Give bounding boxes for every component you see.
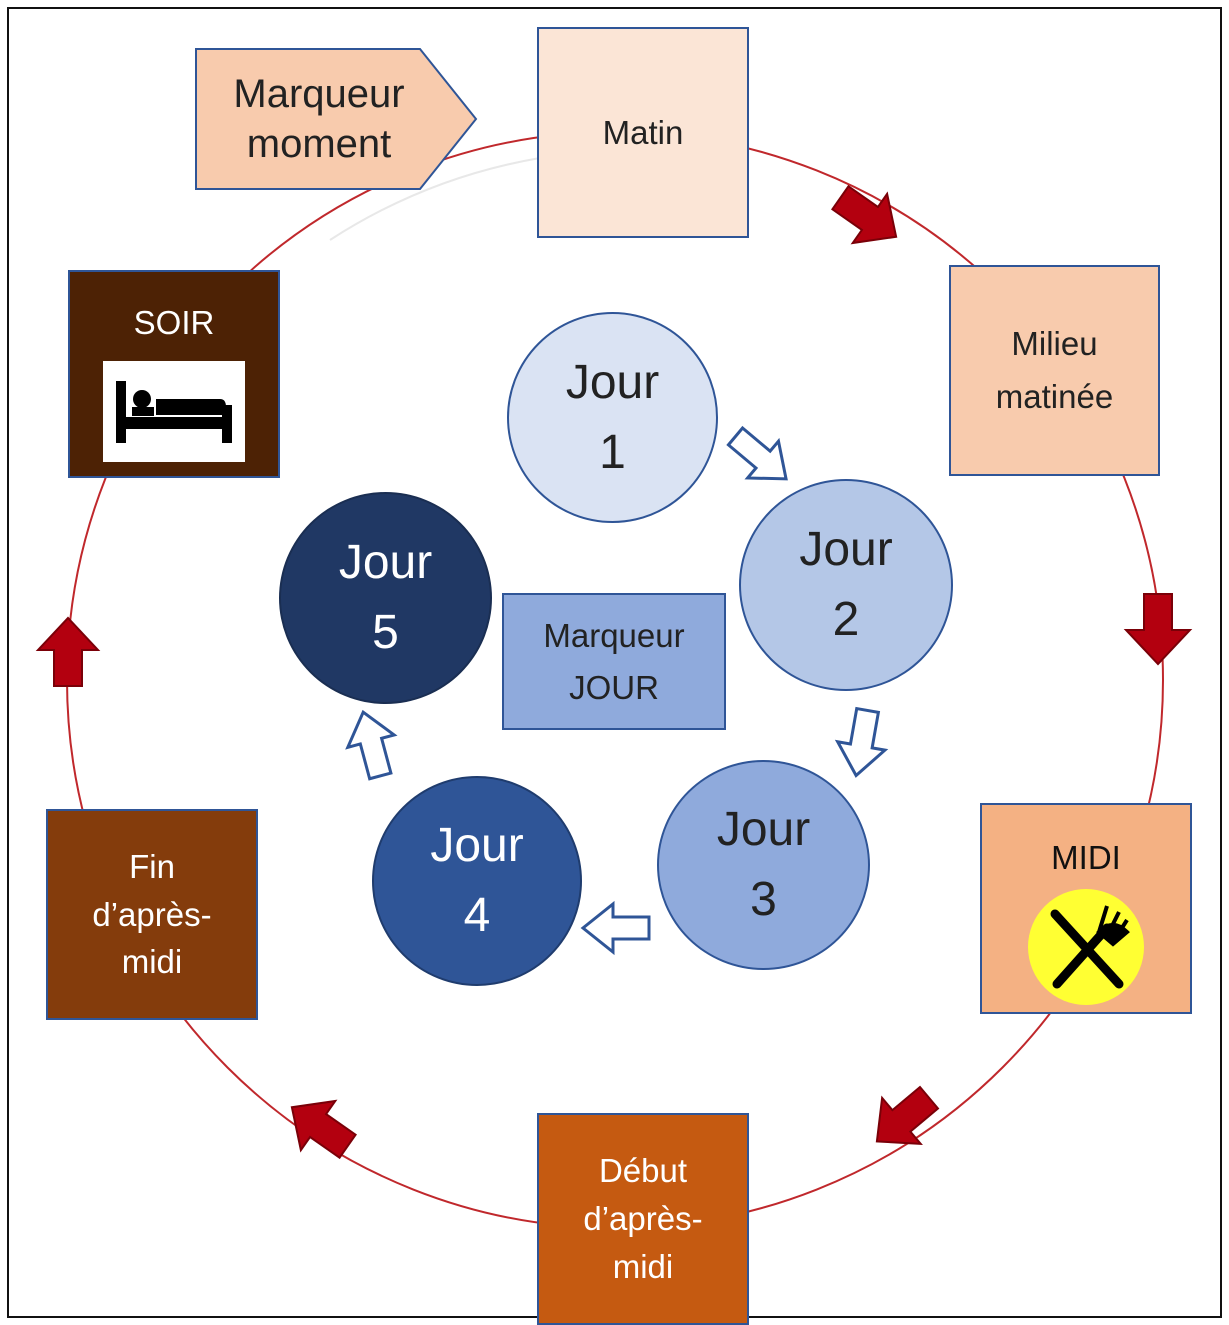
- jour-5: Jour 5: [279, 492, 492, 704]
- faint-arc: [329, 157, 541, 241]
- jour-5-line2: 5: [372, 606, 399, 659]
- jour-2: Jour 2: [739, 479, 953, 691]
- day-arrow-1-to-2: [726, 425, 788, 481]
- jour-4-line2: 4: [463, 889, 491, 942]
- moment-soir-label: SOIR: [133, 304, 215, 341]
- cycle-arrow-fin-to-soir: [35, 616, 101, 687]
- moment-fin-line1: Fin: [129, 847, 175, 885]
- moment-debut-line2: d’après-: [583, 1200, 703, 1238]
- moment-debut-apres-midi: Début d’après- midi: [537, 1113, 749, 1325]
- jour-4-line1: Jour: [430, 819, 524, 873]
- jour-1-line2: 1: [599, 425, 626, 479]
- bed-icon-plate: [103, 361, 245, 463]
- marqueur-jour-line1: Marqueur: [543, 617, 685, 655]
- cycle-arrow-matin-to-milieu: [831, 184, 898, 245]
- moment-matin: Matin: [537, 27, 749, 238]
- marqueur-jour-line2: JOUR: [569, 668, 659, 706]
- moment-debut-line1: Début: [598, 1152, 688, 1190]
- jour-2-line1: Jour: [799, 523, 893, 577]
- jour-1-line1: Jour: [565, 355, 660, 409]
- jour-4: Jour 4: [372, 776, 582, 986]
- jour-3-line2: 3: [750, 873, 777, 926]
- cycle-arrow-milieu-to-midi: [1123, 593, 1193, 666]
- jour-3: Jour 3: [657, 760, 870, 970]
- moment-midi: MIDI: [980, 803, 1192, 1014]
- marqueur-moment-shape: [195, 48, 478, 190]
- day-arrow-3-to-4: [580, 900, 651, 956]
- jour-2-line2: 2: [832, 593, 860, 646]
- moment-midi-label: MIDI: [1051, 839, 1121, 876]
- moment-fin-line3: midi: [121, 943, 183, 981]
- jour-5-line1: Jour: [338, 536, 433, 590]
- cycle-arrow-debut-to-fin: [290, 1099, 357, 1160]
- moment-milieu-line1: Milieu: [1011, 324, 1098, 362]
- moment-debut-line3: midi: [612, 1247, 674, 1285]
- marqueur-moment-line2: moment: [246, 122, 392, 166]
- moment-soir: SOIR: [68, 270, 280, 478]
- moment-milieu-line2: matinée: [995, 377, 1114, 415]
- day-arrow-4-to-5: [345, 709, 398, 781]
- bed-icon: [116, 380, 232, 443]
- jour-1: Jour 1: [507, 312, 718, 523]
- marqueur-jour: Marqueur JOUR: [502, 593, 726, 730]
- marqueur-moment: Marqueur moment: [196, 49, 442, 189]
- cycle-arrow-midi-to-debut: [875, 1085, 940, 1145]
- moment-milieu-matinee: Milieu matinée: [949, 265, 1160, 476]
- jour-3-line1: Jour: [716, 803, 811, 857]
- fork-knife-icon: [1028, 889, 1144, 1006]
- marqueur-moment-line1: Marqueur: [233, 72, 405, 116]
- day-arrow-2-to-3: [834, 706, 889, 778]
- moment-fin-line2: d’après-: [92, 895, 212, 933]
- moment-matin-label: Matin: [602, 113, 684, 151]
- moment-fin-apres-midi: Fin d’après- midi: [46, 809, 258, 1020]
